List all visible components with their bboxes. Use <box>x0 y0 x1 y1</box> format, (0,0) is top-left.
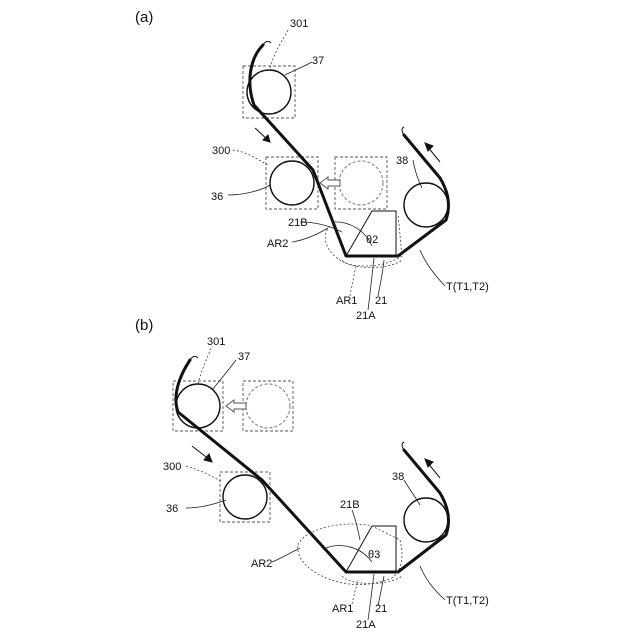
ref-21: 21 <box>375 295 387 307</box>
ref-ar1: AR1 <box>332 603 353 615</box>
leader-300 <box>186 466 222 482</box>
move-arrow <box>320 177 340 189</box>
ref-21a: 21A <box>356 619 376 631</box>
ghost-roller <box>339 161 383 205</box>
ref-ar2: AR2 <box>251 558 272 570</box>
ref-300: 300 <box>212 145 230 157</box>
roller-37 <box>247 70 291 114</box>
ref-21b: 21B <box>340 499 360 511</box>
feed-arrow-in-head <box>204 454 212 462</box>
ref-t: T(T1,T2) <box>446 595 489 607</box>
ref-t: T(T1,T2) <box>446 281 489 293</box>
ref-21a: 21A <box>356 310 376 322</box>
leader-21a <box>368 574 374 620</box>
ref-36: 36 <box>211 191 223 203</box>
panel-a-label: (a) <box>135 9 153 26</box>
region-ar1 <box>342 576 402 584</box>
leader-ar2 <box>272 548 300 562</box>
tape-end-right <box>402 442 404 450</box>
ref-38: 38 <box>392 471 404 483</box>
roller-36 <box>270 161 314 205</box>
leader-37 <box>285 62 312 75</box>
ref-37: 37 <box>238 351 250 363</box>
ref-theta: θ3 <box>368 549 380 561</box>
ghost-roller <box>246 384 290 428</box>
ref-37: 37 <box>312 55 324 67</box>
leader-ar2 <box>292 228 328 242</box>
roller-37 <box>176 384 220 428</box>
leader-ar1 <box>350 266 356 296</box>
roller-38 <box>404 183 448 227</box>
feed-arrow-out-head <box>425 459 433 467</box>
leader-38 <box>404 480 420 505</box>
feed-arrow-out-head <box>425 143 433 151</box>
ref-ar1: AR1 <box>336 295 357 307</box>
leader-t <box>420 566 445 600</box>
leader-301 <box>198 346 212 384</box>
ref-ar2: AR2 <box>267 238 288 250</box>
ref-21b: 21B <box>288 217 308 229</box>
panel-a: (a) <box>135 9 489 322</box>
ref-theta: θ2 <box>366 234 378 246</box>
panel-b-label: (b) <box>135 317 153 334</box>
holder-box-ghost <box>243 381 293 431</box>
ref-301: 301 <box>207 336 225 348</box>
leader-21 <box>378 260 384 296</box>
ref-21: 21 <box>375 603 387 615</box>
ref-36: 36 <box>166 503 178 515</box>
ref-301: 301 <box>290 18 308 30</box>
leader-t <box>420 250 445 286</box>
ref-300: 300 <box>163 461 181 473</box>
roller-38 <box>404 498 448 542</box>
leader-36 <box>228 185 270 195</box>
leader-ar1 <box>352 580 358 604</box>
roller-36 <box>223 475 267 519</box>
leader-21B <box>352 510 360 540</box>
region-ar2 <box>298 524 402 585</box>
leader-21 <box>378 576 384 606</box>
tape-path <box>176 360 449 572</box>
holder-box-ghost <box>335 157 387 209</box>
leader-37 <box>212 360 236 390</box>
leader-300 <box>233 150 268 165</box>
panel-b: (b) <box>135 317 489 631</box>
tape-end-right <box>402 127 404 135</box>
ref-38: 38 <box>396 155 408 167</box>
region-ar1 <box>342 260 402 268</box>
leader-301 <box>270 30 288 68</box>
